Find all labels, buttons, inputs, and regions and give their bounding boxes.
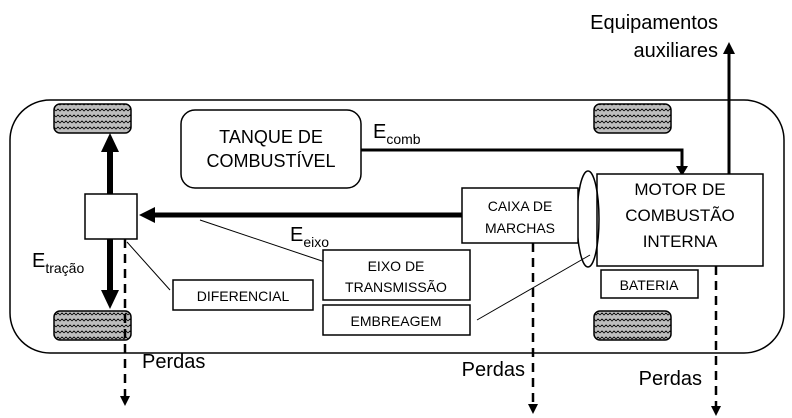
engine-box [596,173,764,267]
traction-arrowhead-up [101,133,119,152]
vehicle-body-outline [9,99,785,354]
engine-label-line1: MOTOR DE [634,180,725,199]
e-tracao-label: Etração [32,250,84,276]
e-comb-arrowhead [676,166,688,176]
auxiliary-equipment-label-line1: Equipamentos [590,12,718,34]
traction-arrowhead-down [101,290,119,309]
auxiliary-arrowhead [723,42,735,54]
losses-center-arrowhead [528,404,538,414]
clutch-disc-icon [576,170,600,268]
losses-right-arrowhead [711,406,721,416]
e-comb-label: Ecomb [373,121,421,147]
clutch-leader-line [476,254,591,321]
fuel-tank-label-line2: COMBUSTÍVEL [206,151,335,171]
wheel-front-left-icon [53,103,132,134]
gearbox-label-line1: CAIXA DE [488,198,553,214]
driveshaft-label-line1: EIXO DE [368,258,425,274]
differential-leader-line [126,241,171,291]
e-eixo-arrowhead [139,207,155,223]
battery-box [600,269,699,299]
gearbox-box [461,187,579,244]
clutch-label: EMBREAGEM [350,313,441,329]
driveshaft-leader-line [199,219,326,263]
differential-unit-box [84,193,138,240]
gearbox-label-line2: MARCHAS [485,220,555,236]
battery-label: BATERIA [620,277,680,293]
clutch-label-box [322,304,471,336]
losses-left-label: Perdas [142,351,205,373]
driveshaft-label-line2: TRANSMISSÃO [345,279,447,295]
losses-right-label: Perdas [639,368,702,390]
e-eixo-label: Eeixo [290,224,329,250]
differential-label: DIFERENCIAL [197,288,290,304]
wheel-front-right-icon [593,103,672,134]
fuel-tank-label-line1: TANQUE DE [219,127,323,147]
wheel-rear-right-icon [593,310,672,341]
auxiliary-equipment-label-line2: auxiliares [634,40,718,62]
losses-left-arrowhead [120,396,130,406]
differential-label-box [172,279,314,311]
engine-label-line2: COMBUSTÃO [625,206,735,225]
driveshaft-label-box [322,249,471,301]
wheel-rear-left-icon [53,310,132,341]
engine-label-line3: INTERNA [643,232,718,251]
losses-center-label: Perdas [462,359,525,381]
fuel-tank-box [180,109,362,189]
e-comb-arrow [361,148,684,168]
